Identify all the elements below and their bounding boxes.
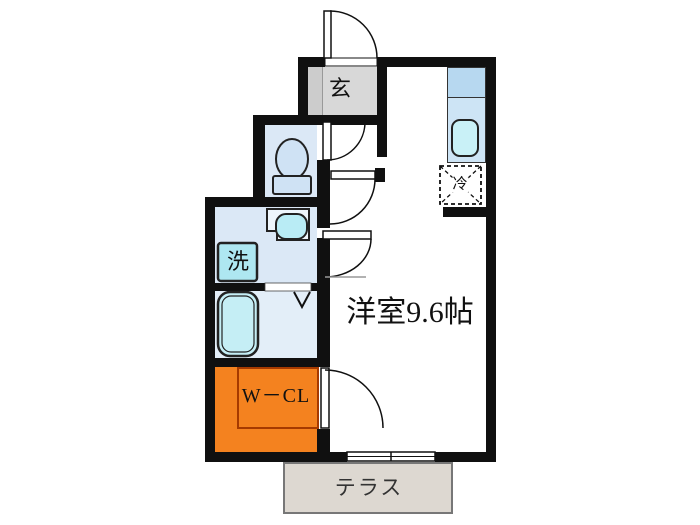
closet-door-leaf: [320, 367, 330, 429]
kitchen-counter-upper: [447, 67, 486, 98]
terrace-floor: [283, 462, 453, 514]
entrance-door-leaf: [323, 10, 332, 59]
hall-door-leaf: [330, 170, 376, 180]
genkan-label: 玄: [328, 76, 352, 101]
main-room-label: 洋室9.6帖: [346, 296, 474, 329]
wall-hall-east: [377, 67, 387, 157]
hall-door-arc: [329, 178, 376, 225]
wall-top-right: [377, 57, 496, 67]
wall-corridor-east-a: [317, 160, 330, 228]
fridge-label: 冷: [451, 176, 469, 193]
wall-kitchen-stub: [443, 207, 488, 217]
wall-bottom-right: [435, 452, 496, 462]
wall-top-left: [298, 57, 325, 67]
wall-toilet-west: [253, 115, 265, 200]
wall-outer-east: [486, 57, 496, 462]
wall-bath-east: [317, 291, 330, 358]
wall-below-genkan: [253, 115, 387, 125]
toilet-door-leaf: [322, 121, 332, 161]
closet-door-arc: [324, 369, 384, 429]
wall-washroom-north: [205, 197, 330, 207]
wall-closet-east-stub: [317, 429, 330, 452]
entrance-doorway-sill: [324, 57, 378, 67]
genkan-step-strip: [307, 67, 322, 115]
toilet-door-arc: [326, 121, 366, 161]
washroom-door-arc: [324, 238, 372, 278]
washer-label: 洗: [226, 249, 250, 274]
sliding-window-icon: [346, 451, 436, 462]
washroom-door-leaf: [322, 230, 372, 240]
entrance-door-arc: [329, 10, 378, 59]
wall-genkan-west: [298, 57, 308, 115]
wall-bath-closet: [205, 358, 330, 367]
kitchen-counter-lower: [447, 97, 486, 163]
wall-corridor-east-b: [317, 238, 330, 283]
wall-wash-bath-left: [205, 283, 265, 291]
toilet-floor: [265, 125, 317, 200]
wall-outer-west: [205, 197, 215, 462]
closet-label: W－CL: [241, 385, 311, 407]
bathroom-floor: [215, 291, 317, 358]
genkan-step-line: [322, 67, 323, 115]
terrace-label: テラス: [334, 475, 404, 500]
wall-bottom-left: [205, 452, 347, 462]
wall-hall-door-jamb: [375, 168, 385, 182]
bath-doorway-sill: [264, 282, 312, 292]
wall-wash-bath-right: [311, 283, 330, 291]
closet-inner-outline: [237, 367, 319, 429]
